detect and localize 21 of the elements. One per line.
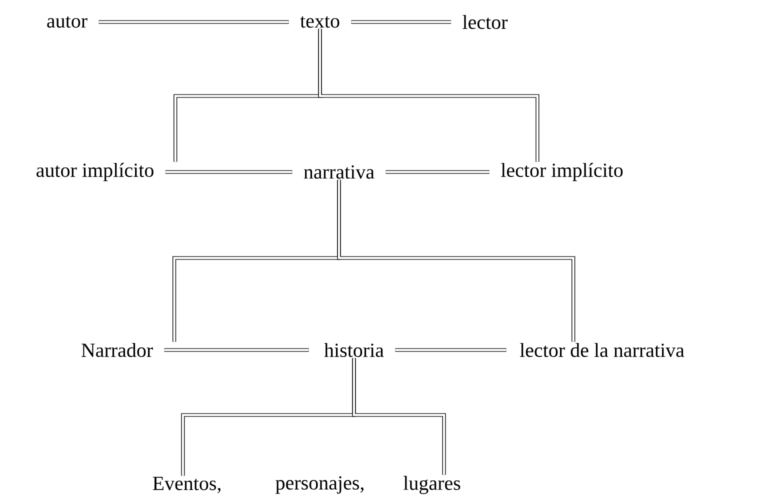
double-line — [165, 170, 292, 174]
text-label: narrativa — [304, 165, 374, 179]
double-line — [164, 348, 309, 352]
text-label: autor implícito — [36, 162, 154, 182]
double-line — [351, 20, 452, 24]
text-label: lector de la narrativa — [520, 342, 684, 358]
text-label: autor — [47, 16, 88, 28]
double-line — [386, 170, 490, 174]
double-line — [98, 20, 289, 24]
text-label: historia — [324, 342, 384, 358]
text-label: lugares — [404, 476, 460, 494]
text-label: personajes, — [276, 476, 364, 494]
text-label: lector implícito — [501, 162, 623, 182]
bracket-line — [337, 180, 576, 342]
text-label: texto — [300, 16, 340, 28]
text-label: Eventos, — [152, 476, 220, 494]
text-label: Narrador — [82, 342, 153, 358]
bracket-line — [352, 358, 446, 475]
text-label: lector — [462, 14, 508, 30]
double-line — [395, 348, 506, 352]
bracket-line — [318, 28, 540, 162]
